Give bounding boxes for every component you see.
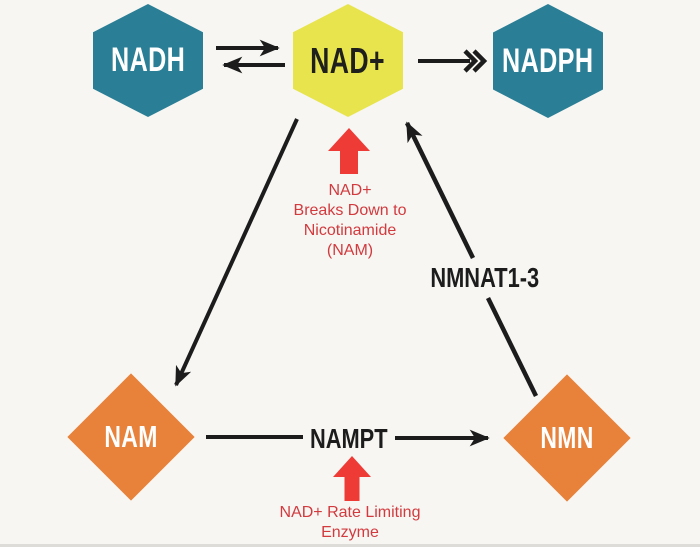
- edge-nad-to-nadph-chevron-2: [472, 49, 488, 73]
- annotation-line: Breaks Down to: [293, 202, 407, 219]
- edge-label-nmnat1-3: NMNAT1-3: [430, 262, 540, 293]
- node-nadh: NADH: [93, 4, 203, 117]
- nadh-label: NADH: [110, 41, 186, 79]
- annotation-line: NAD+: [328, 182, 372, 199]
- nmn-label: NMN: [540, 419, 594, 455]
- nam-label: NAM: [104, 418, 158, 454]
- annotation-line: (NAM): [326, 242, 374, 259]
- annotation-line: NAD+ Rate Limiting: [279, 504, 421, 521]
- red-up-arrow-icon-top: [328, 128, 370, 174]
- edge-label-nampt: NAMPT: [310, 423, 388, 454]
- image-bottom-edge: [0, 544, 700, 547]
- annotation-nad-breaks-down: NAD+ Breaks Down to Nicotinamide (NAM): [240, 181, 460, 261]
- edge-nmn-to-nmnat-line: [485, 297, 539, 397]
- nadph-label: NADPH: [502, 41, 594, 80]
- annotation-line: Enzyme: [321, 524, 379, 541]
- annotation-rate-limiting-enzyme: NAD+ Rate Limiting Enzyme: [240, 503, 460, 543]
- edge-nad-to-nam-arrow: [174, 118, 299, 387]
- edge-nad-to-nadph-chevron-1: [463, 49, 479, 73]
- red-up-arrow-icon-bottom: [333, 456, 371, 501]
- nad-label: NAD+: [310, 39, 386, 81]
- node-nad: NAD+: [293, 4, 403, 117]
- annotation-line: Nicotinamide: [303, 222, 397, 239]
- edge-nmnat-to-nad-arrow: [404, 121, 476, 259]
